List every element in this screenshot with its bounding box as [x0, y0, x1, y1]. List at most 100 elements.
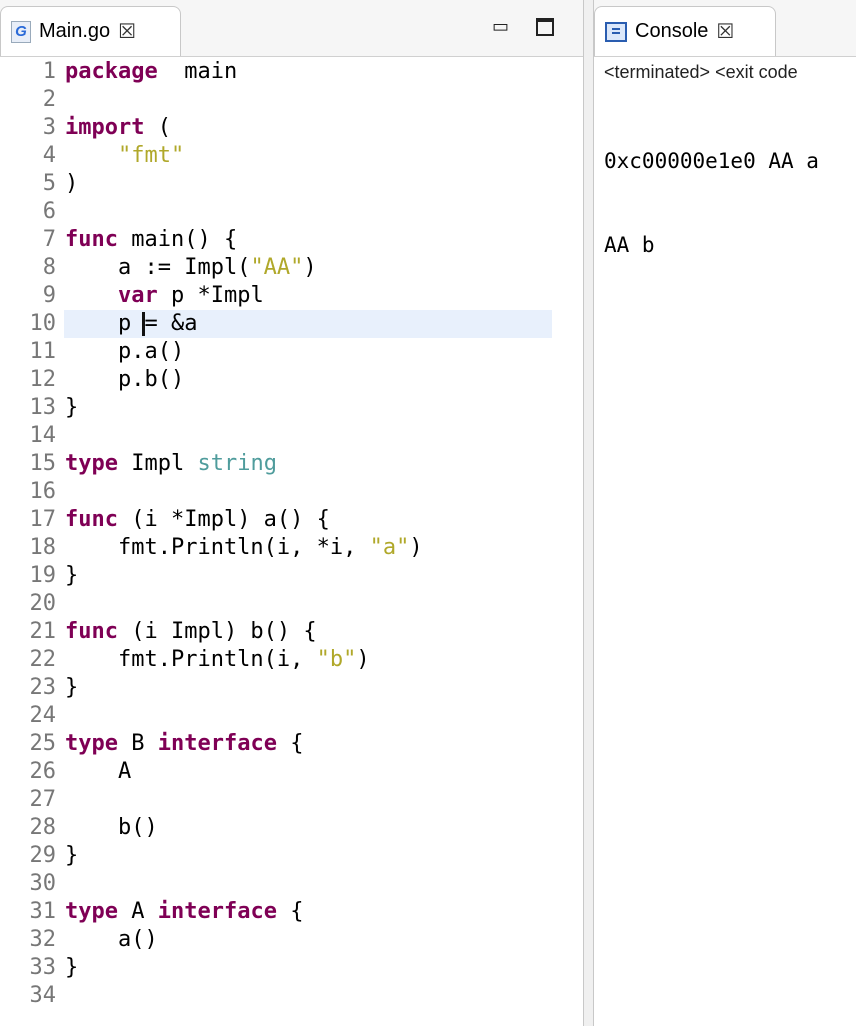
close-icon[interactable]: ☒ — [118, 21, 137, 43]
code-text: fmt.Println(i, "b") — [65, 646, 370, 674]
code-line[interactable]: 28 b() — [0, 814, 583, 842]
code-token: } — [65, 675, 79, 700]
string-token: "AA" — [250, 255, 304, 280]
line-number: 16 — [29, 479, 57, 504]
line-number: 23 — [29, 675, 57, 700]
code-line[interactable]: 24 — [0, 702, 583, 730]
console-output[interactable]: 0xc00000e1e0 AA a AA b — [604, 91, 819, 315]
code-token: fmt.Println(i, — [65, 647, 317, 672]
tab-console[interactable]: Console ☒ — [594, 6, 776, 56]
keyword-token: import — [65, 115, 145, 140]
code-text: "fmt" — [65, 142, 184, 170]
line-number: 7 — [42, 227, 56, 252]
code-text: } — [65, 842, 78, 870]
line-number: 18 — [29, 535, 57, 560]
line-number: 13 — [29, 395, 57, 420]
code-text: } — [65, 674, 78, 702]
console-status: <terminated> <exit code — [604, 62, 798, 82]
code-line[interactable]: 32 a() — [0, 926, 583, 954]
code-token: (i *Impl) a() { — [117, 507, 330, 532]
minimize-icon[interactable]: ▭ — [492, 16, 510, 36]
line-number: 29 — [29, 843, 57, 868]
code-token: p — [65, 311, 145, 336]
code-line[interactable]: 29} — [0, 842, 583, 870]
code-token: ) — [65, 171, 79, 196]
tab-main-go[interactable]: G Main.go ☒ — [0, 6, 181, 56]
line-number: 21 — [29, 619, 57, 644]
code-token: b() — [65, 815, 158, 840]
keyword-token: type — [65, 731, 118, 756]
line-number: 30 — [29, 871, 57, 896]
code-text: } — [65, 954, 78, 982]
keyword-token: interface — [157, 899, 277, 924]
code-line[interactable]: 18 fmt.Println(i, *i, "a") — [0, 534, 583, 562]
code-line[interactable]: 33} — [0, 954, 583, 982]
keyword-token: func — [65, 507, 118, 532]
code-token: main — [157, 59, 238, 84]
tab-label: Console — [635, 20, 709, 42]
code-line[interactable]: 19} — [0, 562, 583, 590]
code-line[interactable]: 13} — [0, 394, 583, 422]
code-token: p.a() — [65, 339, 185, 364]
code-token: ) — [409, 535, 423, 560]
code-line[interactable]: 14 — [0, 422, 583, 450]
code-token: a := Impl( — [65, 255, 251, 280]
code-token: p.b() — [65, 367, 185, 392]
code-line[interactable]: 30 — [0, 870, 583, 898]
code-line[interactable]: 23} — [0, 674, 583, 702]
panel-divider[interactable] — [584, 0, 593, 1026]
line-number: 28 — [29, 815, 57, 840]
keyword-token: type — [65, 899, 118, 924]
line-number: 1 — [42, 59, 56, 84]
code-line[interactable]: 4 "fmt" — [0, 142, 583, 170]
code-line[interactable]: 20 — [0, 590, 583, 618]
code-line[interactable]: 8 a := Impl("AA") — [0, 254, 583, 282]
code-line[interactable]: 2 — [0, 86, 583, 114]
keyword-token: func — [65, 619, 118, 644]
line-number: 19 — [29, 563, 57, 588]
line-number: 31 — [29, 899, 57, 924]
code-line[interactable]: 10 p = &a — [0, 310, 583, 338]
code-line[interactable]: 9 var p *Impl — [0, 282, 583, 310]
code-line[interactable]: 26 A — [0, 758, 583, 786]
line-number: 9 — [42, 283, 56, 308]
code-line[interactable]: 22 fmt.Println(i, "b") — [0, 646, 583, 674]
code-token: A — [117, 899, 158, 924]
code-line[interactable]: 5) — [0, 170, 583, 198]
code-line[interactable]: 27 — [0, 786, 583, 814]
line-number: 34 — [29, 983, 57, 1008]
keyword-token: interface — [157, 731, 277, 756]
code-line[interactable]: 34 — [0, 982, 583, 1010]
code-text: A — [65, 758, 131, 786]
close-icon[interactable]: ☒ — [716, 21, 735, 43]
code-token: } — [65, 563, 79, 588]
line-number: 33 — [29, 955, 57, 980]
line-number: 5 — [42, 171, 56, 196]
code-token: ( — [144, 115, 171, 140]
code-line[interactable]: 11 p.a() — [0, 338, 583, 366]
line-number: 22 — [29, 647, 57, 672]
code-line[interactable]: 16 — [0, 478, 583, 506]
code-token: } — [65, 955, 79, 980]
line-number: 12 — [29, 367, 57, 392]
code-text: a() — [65, 926, 158, 954]
code-token: } — [65, 843, 79, 868]
code-text: ) — [65, 170, 78, 198]
go-file-icon: G — [11, 20, 31, 43]
code-text: type B interface { — [65, 730, 303, 758]
code-line[interactable]: 12 p.b() — [0, 366, 583, 394]
code-line[interactable]: 6 — [0, 198, 583, 226]
maximize-icon[interactable] — [536, 18, 554, 36]
code-token: } — [65, 395, 79, 420]
code-text: type Impl string — [65, 450, 277, 478]
